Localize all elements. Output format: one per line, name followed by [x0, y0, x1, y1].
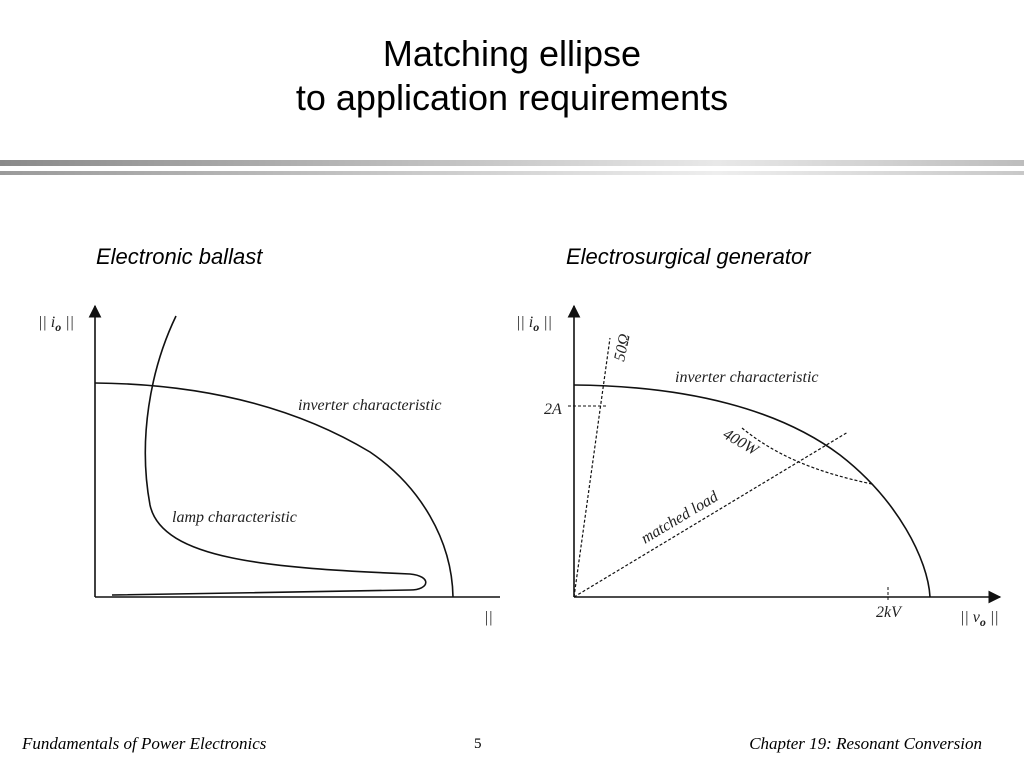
- electro-x-axis-label: || vo ||: [960, 609, 999, 629]
- electro-2a-label: 2A: [544, 401, 562, 418]
- header-rule-top: [0, 160, 1024, 166]
- electro-50ohm-line: [573, 337, 611, 598]
- electro-50ohm-label: 50Ω: [611, 332, 633, 363]
- electrosurgical-heading: Electrosurgical generator: [566, 244, 811, 269]
- ballast-x-axis-label: ||: [484, 609, 493, 626]
- ballast-y-axis-label: || io ||: [38, 314, 74, 334]
- electro-matched-load-line: [573, 431, 849, 598]
- electro-400w-label: 400W: [720, 426, 762, 460]
- slide-title: Matching ellipse to application requirem…: [0, 32, 1024, 120]
- electro-inverter-curve: [573, 384, 931, 598]
- title-line-2: to application requirements: [295, 77, 729, 118]
- footer-page-number: 5: [474, 736, 482, 752]
- electro-400w-curve: [741, 427, 873, 485]
- header-rule-bottom: [0, 171, 1024, 175]
- ballast-lamp-label: lamp characteristic: [172, 509, 297, 526]
- electro-matched-load-label: matched load: [638, 488, 722, 548]
- electro-inverter-label: inverter characteristic: [675, 369, 819, 386]
- ballast-inverter-label: inverter characteristic: [298, 397, 442, 414]
- footer-book-title: Fundamentals of Power Electronics: [22, 734, 267, 753]
- footer-chapter: Chapter 19: Resonant Conversion: [749, 734, 982, 753]
- ballast-heading: Electronic ballast: [96, 244, 263, 269]
- electrosurgical-diagram: || io || || vo || inverter characteristi…: [516, 304, 1002, 629]
- title-line-1: Matching ellipse: [382, 33, 642, 74]
- ballast-inverter-curve: [94, 382, 454, 598]
- ballast-lamp-curve: [111, 315, 427, 596]
- electro-2kv-label: 2kV: [876, 604, 903, 621]
- ballast-diagram: || io || || inverter characteristic lamp…: [38, 304, 500, 626]
- electro-y-axis-label: || io ||: [516, 314, 552, 334]
